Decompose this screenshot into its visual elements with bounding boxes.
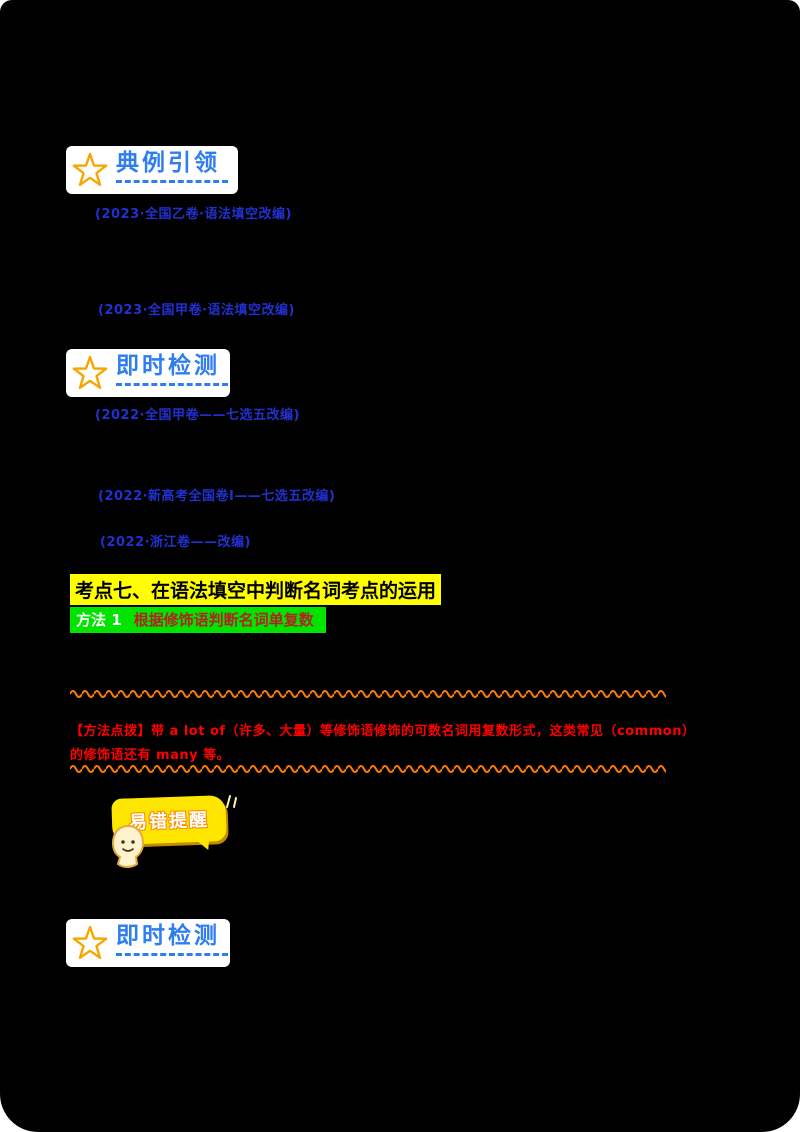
section-title: 即时检测 xyxy=(116,353,220,379)
mascot-icon xyxy=(111,824,145,868)
wavy-divider xyxy=(70,688,666,700)
method-label: 方法 1 xyxy=(76,611,122,629)
exam-citation: (2023·全国甲卷·语法填空改编) xyxy=(98,303,295,318)
wavy-divider xyxy=(70,763,666,775)
rule-text-line2: 的修饰语还有 many 等。 xyxy=(70,748,231,763)
method-text: 根据修饰语判断名词单复数 xyxy=(133,611,314,629)
emphasis-marks-icon xyxy=(226,795,237,808)
dashed-underline xyxy=(116,180,228,183)
star-icon xyxy=(70,353,110,399)
exam-citation: (2022·新高考全国卷I——七选五改编) xyxy=(98,489,336,504)
section-header-instant-test-2: 即时检测 xyxy=(66,919,230,967)
exam-citation: (2022·全国甲卷——七选五改编) xyxy=(95,408,301,423)
section-title-block: 即时检测 xyxy=(116,922,228,956)
dashed-underline xyxy=(116,953,228,956)
dashed-underline xyxy=(116,383,228,386)
rule-text-line1: 【方法点拨】带 a lot of（许多、大量）等修饰语修饰的可数名词用复数形式，… xyxy=(70,724,696,739)
exam-citation: (2022·浙江卷——改编) xyxy=(100,535,252,550)
star-icon xyxy=(70,923,110,969)
section-header-classic-examples: 典例引领 xyxy=(66,146,238,194)
section-title-block: 典例引领 xyxy=(116,149,228,183)
section-title: 即时检测 xyxy=(116,923,220,949)
method-bar: 方法 1 根据修饰语判断名词单复数 xyxy=(70,607,326,633)
section-title: 典例引领 xyxy=(116,150,220,176)
section-title-block: 即时检测 xyxy=(116,352,228,386)
topic-heading: 考点七、在语法填空中判断名词考点的运用 xyxy=(70,574,442,605)
star-icon xyxy=(70,150,110,196)
exam-citation: (2023·全国乙卷·语法填空改编) xyxy=(95,207,292,222)
section-header-instant-test-1: 即时检测 xyxy=(66,349,230,397)
